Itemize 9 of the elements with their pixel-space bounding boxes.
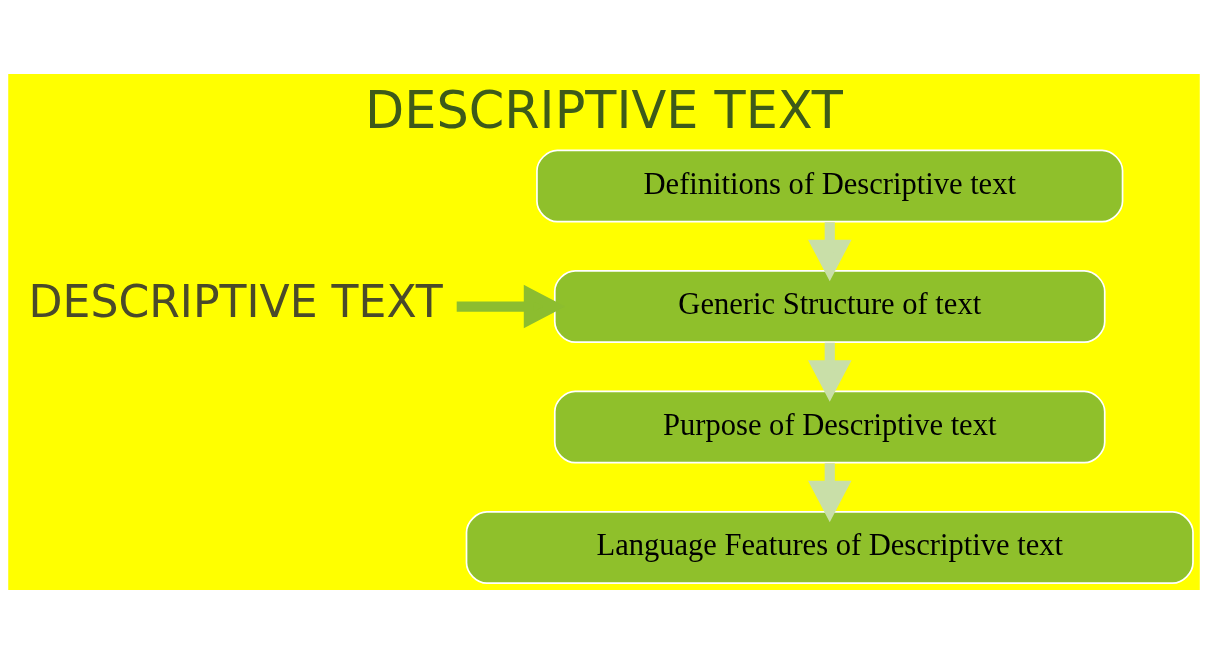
arrow <box>807 222 852 282</box>
node-box: Definitions of Descriptive text <box>536 149 1124 223</box>
node-box: Language Features of Descriptive text <box>465 511 1194 585</box>
node-box: Generic Structure of text <box>553 270 1106 344</box>
node-text: DESCRIPTIVE TEXT <box>28 276 443 328</box>
arrow <box>807 463 852 523</box>
diagram-title: DESCRIPTIVE TEXT <box>365 81 843 141</box>
arrow <box>807 342 852 402</box>
node-box: Purpose of Descriptive text <box>553 390 1106 464</box>
